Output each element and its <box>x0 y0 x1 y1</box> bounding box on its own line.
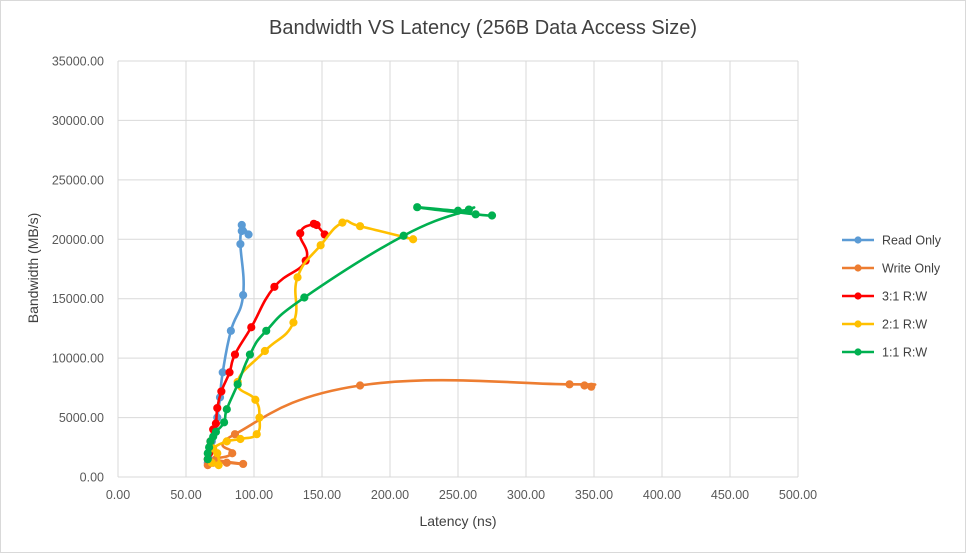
legend-swatch-marker <box>854 236 862 244</box>
data-point <box>289 318 298 327</box>
legend-swatch-marker <box>854 348 862 356</box>
y-tick-label: 10000.00 <box>52 352 104 366</box>
legend-item-read-only: Read Only <box>842 234 942 248</box>
plot-area <box>203 203 597 470</box>
data-point <box>464 205 473 214</box>
data-point <box>409 235 418 244</box>
data-point <box>296 229 305 238</box>
legend-swatch-marker <box>854 292 862 300</box>
legend-label: 1:1 R:W <box>882 346 927 360</box>
chart-title: Bandwidth VS Latency (256B Data Access S… <box>269 17 697 39</box>
x-tick-label: 300.00 <box>507 488 545 502</box>
data-point <box>270 282 279 291</box>
data-point <box>211 427 221 436</box>
data-point <box>239 291 248 300</box>
x-tick-label: 150.00 <box>303 488 341 502</box>
data-point <box>312 220 321 230</box>
data-point <box>222 405 231 414</box>
legend-swatch-marker <box>854 264 862 272</box>
data-point <box>471 210 480 219</box>
data-point <box>580 381 589 390</box>
data-point <box>244 230 253 239</box>
data-point <box>214 461 223 470</box>
data-point <box>222 437 231 446</box>
data-point <box>233 380 242 389</box>
data-point <box>222 458 231 467</box>
x-tick-label: 450.00 <box>711 488 749 502</box>
legend-item-3-1-r-w: 3:1 R:W <box>842 290 927 304</box>
y-tick-label: 0.00 <box>80 471 104 485</box>
data-point <box>413 203 422 212</box>
data-point <box>252 430 261 439</box>
legend-item-write-only: Write Only <box>842 262 941 276</box>
data-point <box>247 323 256 332</box>
data-point <box>236 434 245 444</box>
x-tick-label: 50.00 <box>170 488 201 502</box>
y-tick-label: 35000.00 <box>52 55 104 69</box>
data-point <box>230 430 240 439</box>
data-point <box>338 218 347 227</box>
data-point <box>213 403 222 413</box>
data-point <box>260 346 269 356</box>
data-point <box>236 239 245 249</box>
legend-swatch-marker <box>854 320 862 328</box>
data-point <box>237 220 246 230</box>
data-point <box>355 222 365 231</box>
data-point <box>239 459 248 469</box>
data-point <box>316 241 325 250</box>
data-point <box>565 380 574 389</box>
data-point <box>225 368 234 377</box>
y-tick-label: 15000.00 <box>52 292 104 306</box>
series-1-1-r-w <box>203 203 497 464</box>
legend-label: Read Only <box>882 234 942 248</box>
legend-label: Write Only <box>882 262 941 276</box>
data-point <box>355 381 365 390</box>
legend-item-2-1-r-w: 2:1 R:W <box>842 318 927 332</box>
x-tick-label: 400.00 <box>643 488 681 502</box>
data-point <box>587 382 596 391</box>
data-point <box>218 368 227 377</box>
data-point <box>487 211 497 220</box>
y-axis-title: Bandwidth (MB/s) <box>25 213 41 323</box>
axis-ticks: 0.00 50.00 100.00 150.00 200.00 250.00 300.00 3… <box>52 55 817 503</box>
legend-item-1-1-r-w: 1:1 R:W <box>842 346 927 360</box>
data-point <box>453 206 463 215</box>
x-tick-label: 0.00 <box>106 488 130 502</box>
data-point <box>226 326 235 335</box>
data-point <box>255 413 264 422</box>
x-tick-label: 200.00 <box>371 488 409 502</box>
gridlines <box>117 60 799 478</box>
x-tick-label: 350.00 <box>575 488 613 502</box>
legend-label: 3:1 R:W <box>882 290 927 304</box>
data-point <box>230 350 240 359</box>
data-point <box>219 418 229 427</box>
data-point <box>228 449 237 458</box>
y-tick-label: 25000.00 <box>52 173 104 187</box>
data-point <box>245 350 255 359</box>
x-tick-label: 100.00 <box>235 488 273 502</box>
legend-label: 2:1 R:W <box>882 318 927 332</box>
x-tick-label: 500.00 <box>779 488 817 502</box>
data-point <box>262 326 271 335</box>
y-tick-label: 30000.00 <box>52 114 104 128</box>
data-point <box>217 387 226 396</box>
data-point <box>293 273 302 282</box>
data-point <box>251 395 260 404</box>
y-tick-label: 5000.00 <box>59 411 104 425</box>
data-point <box>300 293 309 302</box>
x-axis-title: Latency (ns) <box>419 513 496 529</box>
data-point <box>399 231 408 240</box>
y-tick-label: 20000.00 <box>52 233 104 247</box>
data-point <box>211 419 221 428</box>
x-tick-label: 250.00 <box>439 488 477 502</box>
series-write-only <box>203 378 597 470</box>
